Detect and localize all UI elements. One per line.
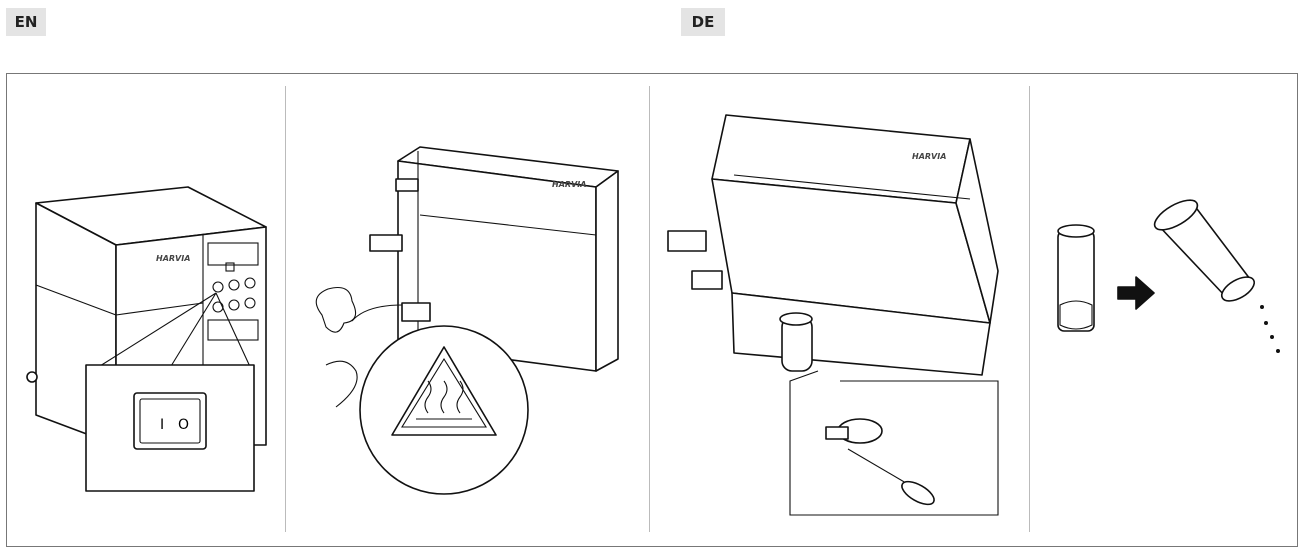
filter-empty-icon	[1057, 199, 1280, 353]
svg-text:I: I	[160, 417, 164, 433]
svg-text:HARVIA: HARVIA	[912, 152, 946, 161]
panel-hot-surface: HARVIA	[286, 75, 648, 545]
panel-divider	[649, 86, 650, 532]
panel-hose-clamp: HARVIA	[650, 75, 1028, 545]
svg-text:HARVIA: HARVIA	[552, 180, 586, 189]
panel-divider	[285, 86, 286, 532]
svg-text:HARVIA: HARVIA	[156, 254, 190, 263]
panel-divider	[1029, 86, 1030, 532]
language-tag-en: EN	[6, 8, 46, 36]
panel-power-switch: HARVIA I O	[8, 75, 284, 545]
steam-generator-switch-icon: HARVIA I O	[26, 186, 267, 492]
hot-surface-warning-icon: HARVIA	[315, 146, 619, 495]
panel-filter-empty	[1030, 75, 1296, 545]
hose-clamp-screwdriver-icon: HARVIA	[667, 114, 999, 516]
illustration-frame	[6, 73, 1298, 547]
svg-text:O: O	[178, 417, 189, 433]
language-tag-de: DE	[681, 8, 725, 36]
